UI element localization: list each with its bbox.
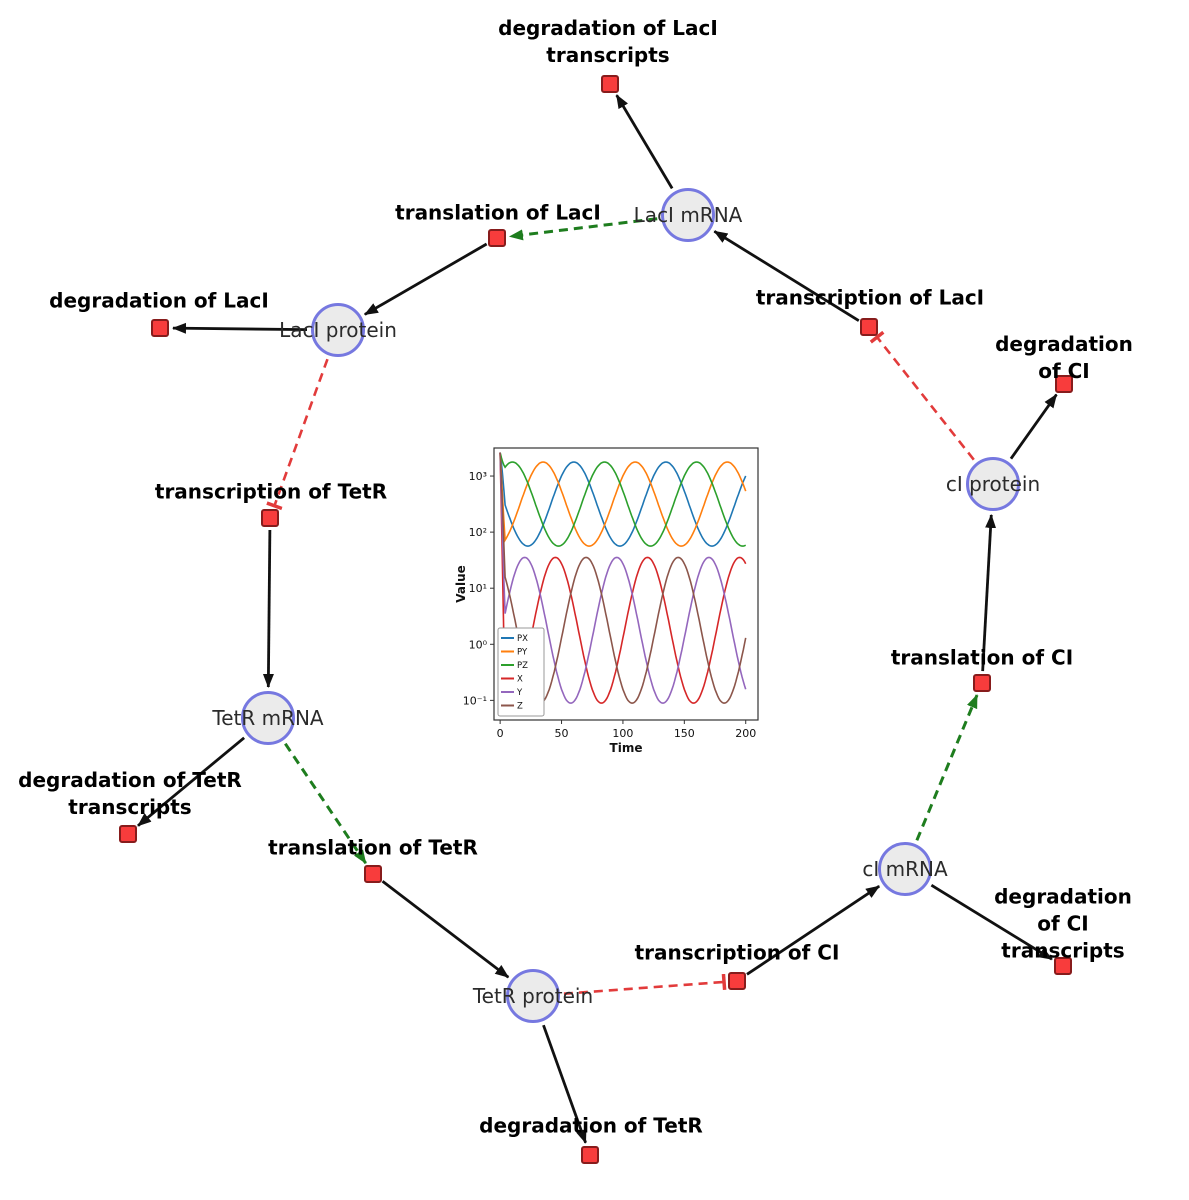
species-label-ci_protein: cI protein <box>945 472 1041 496</box>
reaction-label-txn_tetr: transcription of TetR <box>154 479 388 504</box>
edge-transl_ci-ci_protein <box>981 513 997 672</box>
edge-transl_laci-laci_protein <box>363 242 488 316</box>
x-tick-label: 50 <box>555 727 569 740</box>
legend-label-PY: PY <box>517 648 528 658</box>
edge-tetr_protein-txn_ci <box>563 973 727 996</box>
legend-label-PX: PX <box>517 634 528 644</box>
edge-ci_protein-deg_ci <box>1009 393 1058 460</box>
y-tick-label: 10¹ <box>469 582 487 595</box>
edge-txn_tetr-tetr_mrna <box>262 529 274 689</box>
edge-tetr_mrna-transl_tetr <box>284 742 367 865</box>
reaction-node-deg_tetr[interactable] <box>581 1146 599 1164</box>
series-line-Y <box>499 452 747 704</box>
edge-tetr_protein-deg_tetr <box>542 1024 587 1144</box>
species-label-tetr_protein: TetR protein <box>472 984 594 1008</box>
y-tick-label: 10⁰ <box>469 638 488 651</box>
species-label-laci_mrna: LacI mRNA <box>633 203 743 227</box>
edge-ci_protein-txn_laci <box>869 330 975 461</box>
reaction-label-deg_ci_tx: degradation of CI transcripts <box>994 884 1132 963</box>
legend-label-Y: Y <box>516 688 523 698</box>
species-node-ci_mrna[interactable] <box>878 842 932 896</box>
edge-tetr_mrna-deg_tetr_tx <box>137 736 246 827</box>
species-node-tetr_protein[interactable] <box>506 969 560 1023</box>
series-line-PZ <box>499 452 747 547</box>
reaction-node-transl_ci[interactable] <box>973 674 991 692</box>
series-line-PX <box>499 452 747 547</box>
species-label-ci_mrna: cI mRNA <box>862 857 948 881</box>
species-node-ci_protein[interactable] <box>966 457 1020 511</box>
reaction-node-transl_tetr[interactable] <box>364 865 382 883</box>
reaction-label-transl_laci: translation of LacI <box>395 200 601 225</box>
chart-ylabel: Value <box>454 565 468 603</box>
reaction-label-deg_laci: degradation of LacI <box>49 288 269 313</box>
reaction-label-deg_laci_tx: degradation of LacI transcripts <box>498 16 718 67</box>
edge-txn_laci-laci_mrna <box>713 230 860 322</box>
x-tick-label: 150 <box>674 727 695 740</box>
edge-ci_mrna-transl_ci <box>915 694 979 841</box>
species-node-laci_protein[interactable] <box>311 303 365 357</box>
y-tick-label: 10² <box>469 526 487 539</box>
reaction-node-txn_laci[interactable] <box>860 318 878 336</box>
x-tick-label: 100 <box>612 727 633 740</box>
edge-laci_protein-txn_tetr <box>266 358 329 511</box>
reaction-node-deg_laci_tx[interactable] <box>601 75 619 93</box>
reaction-label-deg_tetr_tx: degradation of TetR transcripts <box>18 768 242 819</box>
reaction-node-deg_ci[interactable] <box>1055 375 1073 393</box>
reaction-label-deg_tetr: degradation of TetR <box>479 1113 703 1138</box>
legend-label-PZ: PZ <box>517 661 528 671</box>
reaction-node-transl_laci[interactable] <box>488 229 506 247</box>
reaction-node-deg_laci[interactable] <box>151 319 169 337</box>
reaction-label-txn_laci: transcription of LacI <box>755 285 985 310</box>
legend-label-X: X <box>517 675 523 685</box>
chart-legend-box <box>497 627 545 717</box>
reaction-node-txn_tetr[interactable] <box>261 509 279 527</box>
edge-laci_protein-deg_laci <box>171 322 308 334</box>
species-node-laci_mrna[interactable] <box>661 188 715 242</box>
edge-transl_tetr-tetr_protein <box>381 880 510 979</box>
edge-laci_mrna-deg_laci_tx <box>615 94 674 190</box>
reaction-node-deg_ci_tx[interactable] <box>1054 957 1072 975</box>
species-label-tetr_mrna: TetR mRNA <box>212 706 324 730</box>
x-tick-label: 0 <box>497 727 504 740</box>
reaction-label-txn_ci: transcription of CI <box>634 940 840 965</box>
species-label-laci_protein: LacI protein <box>279 318 397 342</box>
edge-ci_mrna-deg_ci_tx <box>930 884 1053 961</box>
legend-label-Z: Z <box>517 702 523 712</box>
y-tick-label: 10⁻¹ <box>463 694 487 707</box>
reaction-node-deg_tetr_tx[interactable] <box>119 825 137 843</box>
x-tick-label: 200 <box>735 727 756 740</box>
series-line-PY <box>499 452 747 547</box>
edge-txn_ci-ci_mrna <box>746 885 881 976</box>
chart-xlabel: Time <box>610 741 643 755</box>
y-tick-label: 10³ <box>469 470 487 483</box>
reaction-label-transl_tetr: translation of TetR <box>268 835 478 860</box>
species-node-tetr_mrna[interactable] <box>241 691 295 745</box>
reaction-label-transl_ci: translation of CI <box>890 645 1074 670</box>
reaction-label-deg_ci: degradation of CI <box>995 332 1133 383</box>
reaction-node-txn_ci[interactable] <box>728 972 746 990</box>
edge-laci_mrna-transl_laci <box>508 217 658 241</box>
series-line-X <box>499 452 747 704</box>
